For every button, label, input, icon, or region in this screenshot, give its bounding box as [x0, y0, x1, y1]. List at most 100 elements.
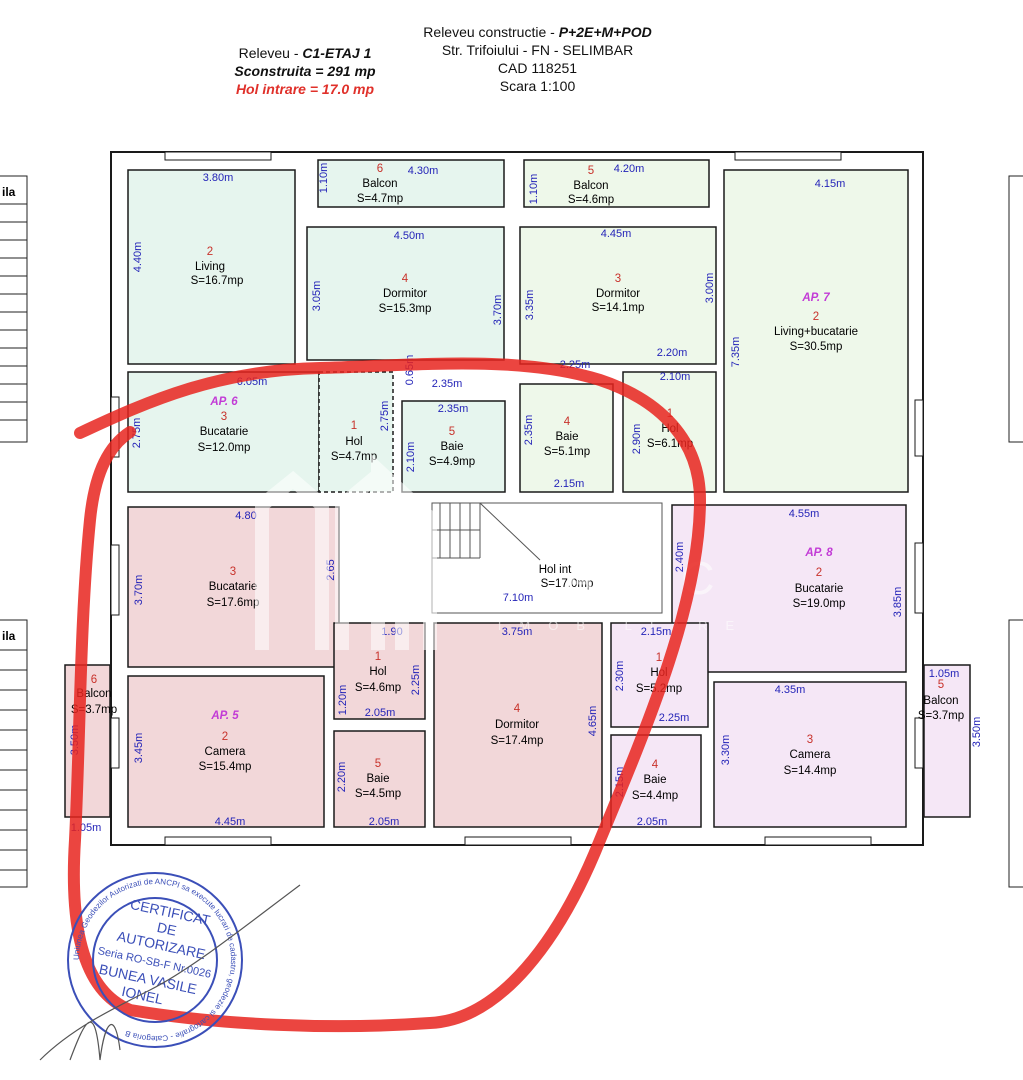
- dim-230: 2.30m: [614, 661, 626, 692]
- dim-415: 4.15m: [815, 178, 846, 190]
- building-levels: P+2E+M+POD: [558, 24, 652, 40]
- ap7-label: AP. 7: [801, 292, 830, 304]
- dim-205b: 2.05m: [369, 816, 400, 828]
- dim-235c: 2.35m: [523, 415, 535, 446]
- ap5-hol-area: S=4.6mp: [355, 682, 401, 694]
- ap7-baie-name: Baie: [555, 431, 578, 443]
- ap7-dormitor-num: 3: [615, 273, 621, 285]
- dim-710: 7.10m: [503, 592, 534, 604]
- ap5-camera-area: S=15.4mp: [199, 761, 252, 773]
- ap6-hol-name: Hol: [345, 436, 362, 448]
- ap8-bucatarie-area: S=19.0mp: [793, 598, 846, 610]
- ap7-dormitor-name: Dormitor: [596, 288, 640, 300]
- ap6-balcon-area: S=4.7mp: [357, 193, 403, 205]
- fill-ap8-camera: [713, 681, 907, 828]
- ap5-hol-name: Hol: [369, 666, 386, 678]
- ap8-baie-num: 4: [652, 759, 659, 771]
- dim-305: 3.05m: [311, 281, 323, 312]
- fill-ap5-camera: [127, 675, 325, 828]
- ap5-baie-area: S=4.5mp: [355, 788, 401, 800]
- dim-225c: 2.25m: [659, 712, 690, 724]
- dim-350b: 3.50m: [971, 717, 983, 748]
- fill-ap6-bucatarie: [127, 371, 320, 493]
- ap7-dormitor-area: S=14.1mp: [592, 302, 645, 314]
- right-table-bottom: [1008, 619, 1023, 888]
- survey-prefix: Releveu -: [238, 45, 303, 61]
- ap5-bucatarie-area: S=17.6mp: [207, 597, 260, 609]
- watermark-sub: IMOBILIARE: [498, 618, 752, 633]
- left-table-top-label: ila: [2, 185, 16, 199]
- dim-235a: 2.35m: [432, 378, 463, 390]
- scale: Scara 1:100: [499, 78, 576, 94]
- ap6-baie-num: 5: [449, 426, 455, 438]
- hol-int-area: S=17.0mp: [541, 578, 594, 590]
- ap8-camera-name: Camera: [790, 749, 832, 761]
- fill-ap8-balcon: [923, 664, 971, 818]
- dim-205a: 2.05m: [365, 707, 396, 719]
- ap5-hol-num: 1: [375, 651, 381, 663]
- ap6-living-name: Living: [195, 261, 225, 273]
- dim-300: 3.00m: [704, 273, 716, 304]
- fill-ap7-dormitor: [519, 226, 717, 365]
- dim-225b: 2.25m: [410, 665, 422, 696]
- fill-ap7-living: [723, 169, 909, 493]
- fill-ap7-baie: [519, 383, 614, 493]
- dim-420: 4.20m: [614, 163, 645, 175]
- ap8-baie-name: Baie: [643, 774, 666, 786]
- dim-210a: 2.10m: [660, 371, 691, 383]
- ap8-bucatarie-num: 2: [816, 567, 822, 579]
- dim-220: 2.20m: [657, 347, 688, 359]
- ap5-dormitor-area: S=17.4mp: [491, 735, 544, 747]
- dim-215b: 2.15m: [641, 626, 672, 638]
- ap8-label: AP. 8: [804, 547, 833, 559]
- ap5-camera-num: 2: [222, 731, 228, 743]
- ap8-balcon-name: Balcon: [923, 695, 958, 707]
- fill-ap8-bucatarie: [671, 504, 907, 673]
- dimension-labels: 3.80m 4.30m 4.20m 4.15m 1.10m 1.10m 4.40…: [69, 163, 983, 834]
- ap5-camera-name: Camera: [205, 746, 247, 758]
- fill-ap5-dormitor: [433, 622, 603, 828]
- ap8-hol-num: 1: [656, 652, 662, 664]
- dim-110a: 1.10m: [318, 163, 330, 194]
- dim-335: 3.35m: [524, 290, 536, 321]
- ap8-balcon-num: 5: [938, 679, 944, 691]
- ap5-bucatarie-num: 3: [230, 566, 236, 578]
- ap6-hol-num: 1: [351, 420, 357, 432]
- ap6-bucatarie-num: 3: [221, 411, 227, 423]
- ap7-living-area: S=30.5mp: [790, 341, 843, 353]
- ap8-balcon-area: S=3.7mp: [918, 710, 964, 722]
- ap8-camera-num: 3: [807, 734, 813, 746]
- ap6-dormitor-name: Dormitor: [383, 288, 427, 300]
- dim-435: 4.35m: [775, 684, 806, 696]
- ap7-balcon-num: 5: [588, 165, 594, 177]
- dim-275b: 2.75m: [379, 401, 391, 432]
- dim-120: 1.20m: [337, 685, 349, 716]
- dim-430: 4.30m: [408, 165, 439, 177]
- ap6-bucatarie-name: Bucatarie: [200, 426, 249, 438]
- dim-380: 3.80m: [203, 172, 234, 184]
- dim-220b: 2.20m: [336, 762, 348, 793]
- ap5-baie-num: 5: [375, 758, 381, 770]
- dim-240: 2.40m: [674, 542, 686, 573]
- ap7-living-num: 2: [813, 311, 819, 323]
- dim-210b: 2.10m: [405, 442, 417, 473]
- built-area: Sconstruita = 291 mp: [234, 63, 376, 79]
- dim-375: 3.75m: [502, 626, 533, 638]
- stamp-line2: DE: [156, 919, 178, 939]
- ap6-baie-name: Baie: [440, 441, 463, 453]
- dim-450: 4.50m: [394, 230, 425, 242]
- right-table-top: [1008, 175, 1023, 443]
- highlight-marker: [67, 357, 707, 1033]
- ap8-camera-area: S=14.4mp: [784, 765, 837, 777]
- ap6-dormitor-area: S=15.3mp: [379, 303, 432, 315]
- fill-ap5-baie: [333, 730, 426, 828]
- dim-385: 3.85m: [892, 587, 904, 618]
- ap5-label: AP. 5: [210, 710, 239, 722]
- fill-ap5-bucatarie: [127, 506, 340, 668]
- dim-370a: 3.70m: [492, 295, 504, 326]
- fill-ap6-balcon: [317, 159, 505, 208]
- dim-330: 3.30m: [720, 735, 732, 766]
- dim-455: 4.55m: [789, 508, 820, 520]
- cadastral-number: CAD 118251: [497, 60, 578, 76]
- ap7-balcon-area: S=4.6mp: [568, 194, 614, 206]
